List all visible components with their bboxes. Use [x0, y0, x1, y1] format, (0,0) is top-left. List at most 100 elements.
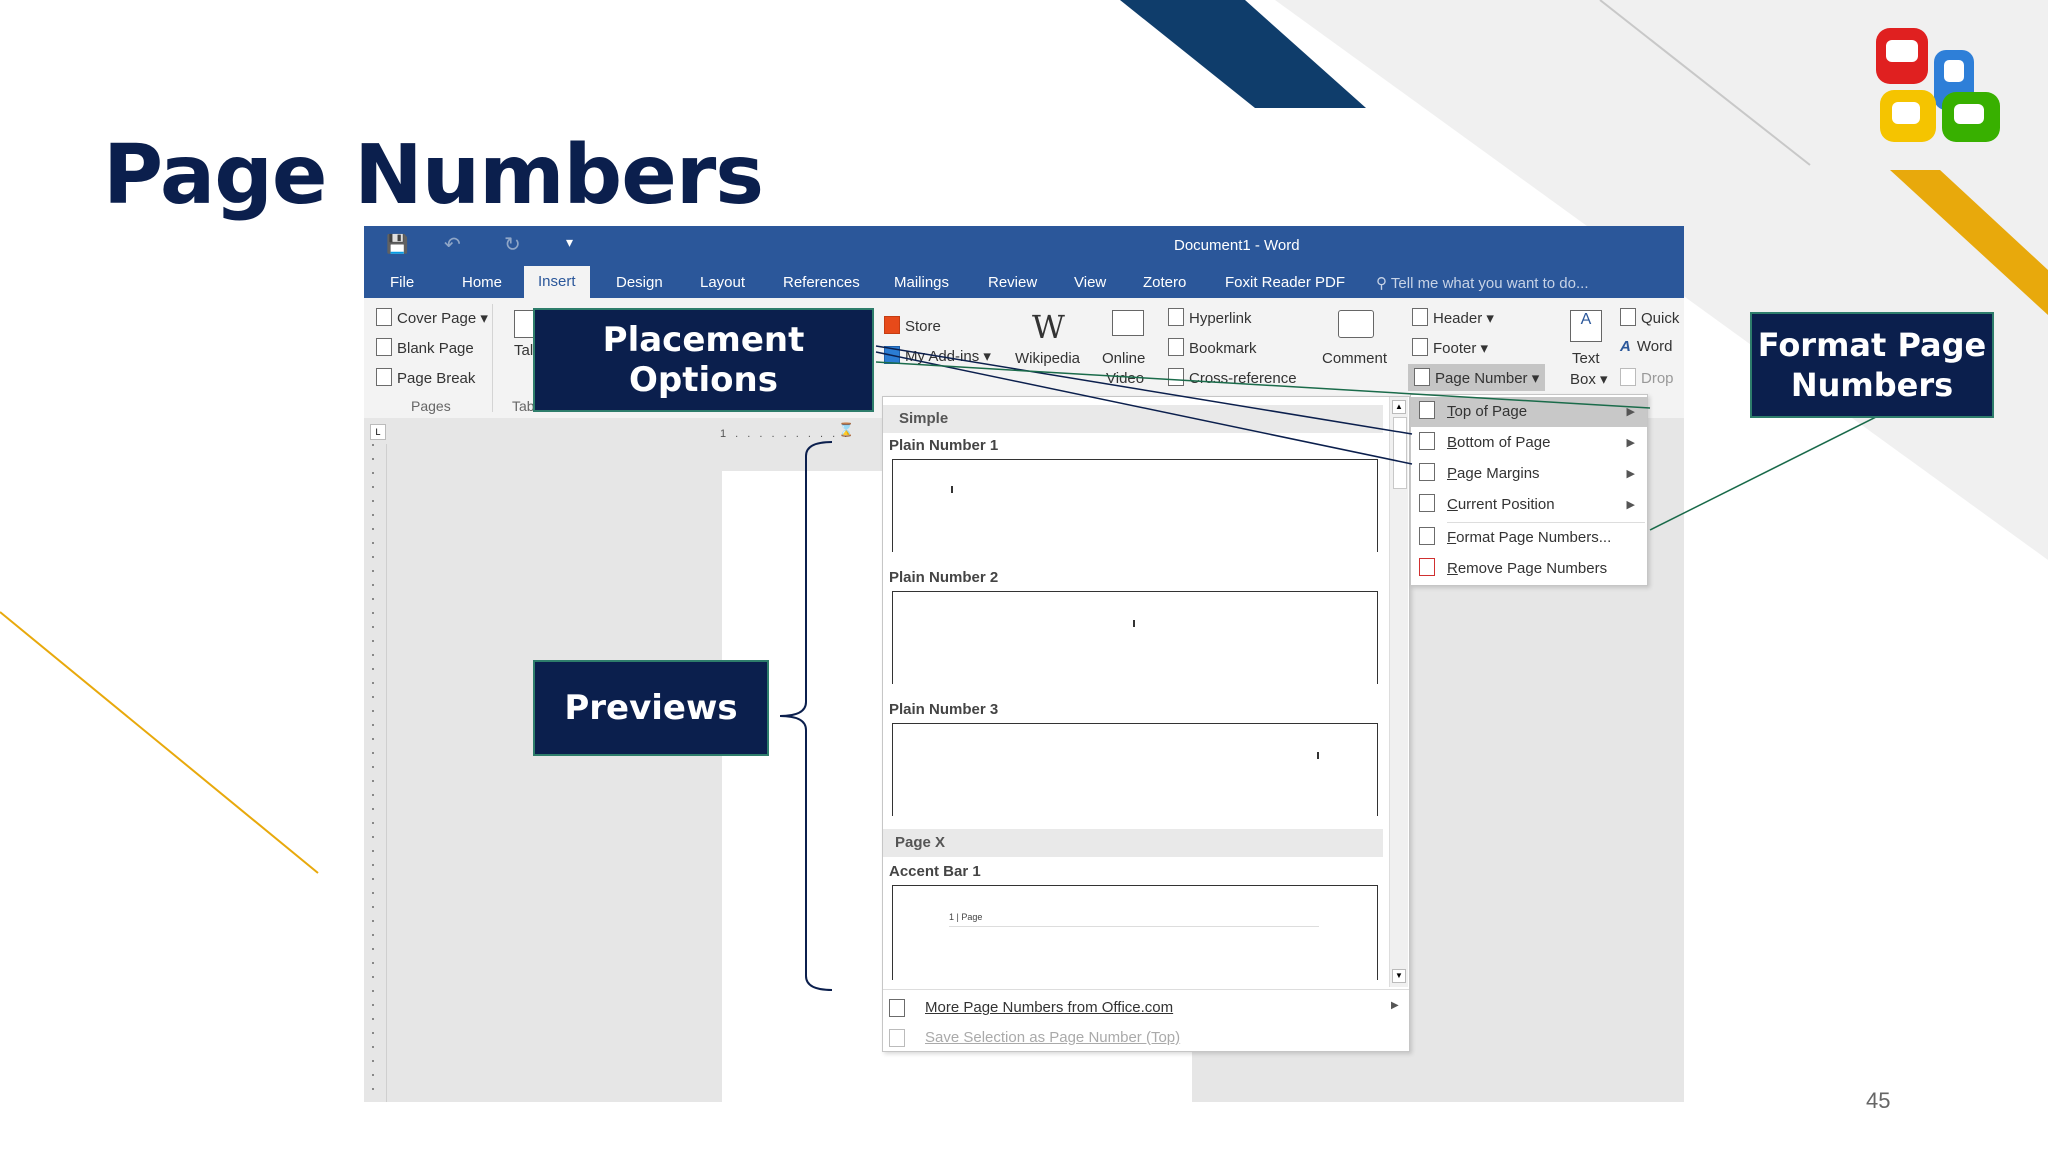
wikipedia-button-label[interactable]: Wikipedia — [1015, 350, 1081, 367]
online-video-label-2[interactable]: Video — [1106, 370, 1145, 387]
preview-plain-number-3[interactable] — [892, 723, 1378, 816]
more-page-numbers-item[interactable]: More Page Numbers from Office.com ▶ — [883, 995, 1409, 1025]
submenu-arrow-icon: ▶ — [1626, 406, 1635, 418]
current-position-icon — [1419, 494, 1435, 512]
indent-marker-icon[interactable]: ⌛ — [838, 422, 855, 437]
menu-item-current-position[interactable]: Current Position▶ — [1411, 490, 1647, 520]
redo-icon[interactable]: ↻ — [504, 234, 521, 256]
save-selection-item[interactable]: Save Selection as Page Number (Top) — [883, 1025, 1409, 1055]
tab-insert[interactable]: Insert — [524, 266, 590, 298]
preview-plain-number-2[interactable] — [892, 591, 1378, 684]
callout-placement-options: Placement Options — [533, 308, 874, 412]
slide-title: Page Numbers — [103, 128, 764, 223]
save-icon[interactable]: 💾 — [386, 234, 409, 254]
section-simple: Simple — [883, 405, 1383, 433]
callout-format-page-numbers: Format Page Numbers — [1750, 312, 1994, 418]
page-number-button[interactable]: Page Number ▾ — [1408, 364, 1546, 391]
table-button-label[interactable]: Tal — [514, 342, 534, 359]
submenu-arrow-icon: ▶ — [1626, 468, 1635, 480]
customize-toolbar-icon[interactable]: ▾ — [566, 234, 574, 250]
callout-line-2: Numbers — [1790, 366, 1954, 404]
menu-divider — [1447, 522, 1645, 523]
tab-design[interactable]: Design — [616, 274, 663, 291]
menu-item-label: ormat Page Numbers... — [1456, 529, 1612, 546]
cross-reference-icon — [1168, 368, 1184, 386]
preview-accent-bar-1[interactable]: 1 | Page — [892, 885, 1378, 980]
comment-icon[interactable] — [1338, 310, 1374, 338]
page-number-mark — [951, 486, 953, 493]
tab-selector[interactable]: L — [370, 424, 386, 440]
tab-review[interactable]: Review — [988, 274, 1038, 291]
store-button[interactable]: Store — [884, 316, 941, 335]
gallery-item-label: Plain Number 3 — [889, 701, 999, 718]
footer-icon — [1412, 338, 1428, 356]
menu-item-top-of-page[interactable]: Top of Page▶ — [1411, 397, 1647, 427]
vertical-ruler[interactable] — [364, 444, 387, 1102]
gallery-footer-divider — [883, 989, 1409, 990]
menu-item-format-page-numbers[interactable]: Format Page Numbers... — [1411, 523, 1647, 553]
text-box-label-1[interactable]: Text — [1572, 350, 1600, 367]
menu-item-remove-page-numbers[interactable]: Remove Page Numbers — [1411, 554, 1647, 584]
tab-references[interactable]: References — [783, 274, 860, 291]
page-number-mark — [1133, 620, 1135, 627]
lightbulb-icon: ⚲ — [1376, 275, 1391, 292]
office-com-icon — [889, 999, 905, 1017]
menu-item-bottom-of-page[interactable]: Bottom of Page▶ — [1411, 428, 1647, 458]
header-button[interactable]: Header ▾ — [1412, 308, 1494, 327]
undo-icon[interactable]: ↶ — [444, 234, 461, 256]
accent-rule — [949, 926, 1319, 927]
drop-cap-button[interactable]: Drop — [1620, 368, 1674, 387]
bookmark-button[interactable]: Bookmark — [1168, 338, 1257, 357]
footer-button[interactable]: Footer ▾ — [1412, 338, 1488, 357]
save-selection-icon — [889, 1029, 905, 1047]
tab-layout[interactable]: Layout — [700, 274, 746, 291]
page-break-button[interactable]: Page Break — [376, 368, 475, 387]
page-break-icon — [376, 368, 392, 386]
office-logo — [1876, 28, 2000, 142]
text-box-label-2[interactable]: Box ▾ — [1570, 371, 1608, 388]
blank-page-icon — [376, 338, 392, 356]
gallery-item-label: Accent Bar 1 — [889, 863, 981, 880]
scroll-up-arrow-icon[interactable]: ▲ — [1392, 400, 1406, 414]
page-number-icon — [1414, 368, 1430, 386]
online-video-icon[interactable] — [1112, 310, 1144, 336]
blank-page-button[interactable]: Blank Page — [376, 338, 474, 357]
tell-me-search[interactable]: ⚲ Tell me what you want to do... — [1376, 275, 1589, 292]
page-margins-icon — [1419, 463, 1435, 481]
scroll-down-arrow-icon[interactable]: ▼ — [1392, 969, 1406, 983]
remove-page-numbers-icon — [1419, 558, 1435, 576]
tab-home[interactable]: Home — [462, 274, 503, 291]
hyperlink-button[interactable]: Hyperlink — [1168, 308, 1252, 327]
wikipedia-icon[interactable]: W — [1032, 308, 1065, 346]
quick-parts-button[interactable]: Quick — [1620, 308, 1679, 327]
page-number-mark — [1317, 752, 1319, 759]
preview-plain-number-1[interactable] — [892, 459, 1378, 552]
tab-zotero[interactable]: Zotero — [1143, 274, 1187, 291]
text-box-icon[interactable]: A — [1570, 310, 1602, 342]
gallery-scrollbar[interactable]: ▲ ▼ — [1389, 397, 1408, 987]
menu-item-label: emove Page Numbers — [1457, 560, 1608, 577]
scroll-thumb[interactable] — [1393, 417, 1407, 489]
tables-group-label: Tab — [512, 398, 535, 414]
tab-foxit[interactable]: Foxit Reader PDF — [1225, 274, 1346, 291]
online-video-label-1[interactable]: Online — [1102, 350, 1146, 367]
menu-item-page-margins[interactable]: Page Margins▶ — [1411, 459, 1647, 489]
tab-file[interactable]: File — [390, 274, 415, 291]
format-page-numbers-icon — [1419, 527, 1435, 545]
tab-mailings[interactable]: Mailings — [894, 274, 950, 291]
tab-view[interactable]: View — [1074, 274, 1107, 291]
comment-button-label[interactable]: Comment — [1322, 350, 1388, 367]
cover-page-button[interactable]: Cover Page ▾ — [376, 308, 488, 327]
submenu-arrow-icon: ▶ — [1626, 499, 1635, 511]
menu-item-label: ottom of Page — [1457, 434, 1551, 451]
bookmark-icon — [1168, 338, 1184, 356]
menu-item-label: age Margins — [1457, 465, 1540, 482]
pages-group-label: Pages — [411, 398, 451, 414]
vertical-ruler-ticks — [372, 444, 374, 1102]
cover-page-icon — [376, 308, 392, 326]
header-icon — [1412, 308, 1428, 326]
window-title: Document1 - Word — [1174, 237, 1300, 254]
gallery-item-label: Plain Number 2 — [889, 569, 999, 586]
menu-item-label: op of Page — [1454, 403, 1528, 420]
